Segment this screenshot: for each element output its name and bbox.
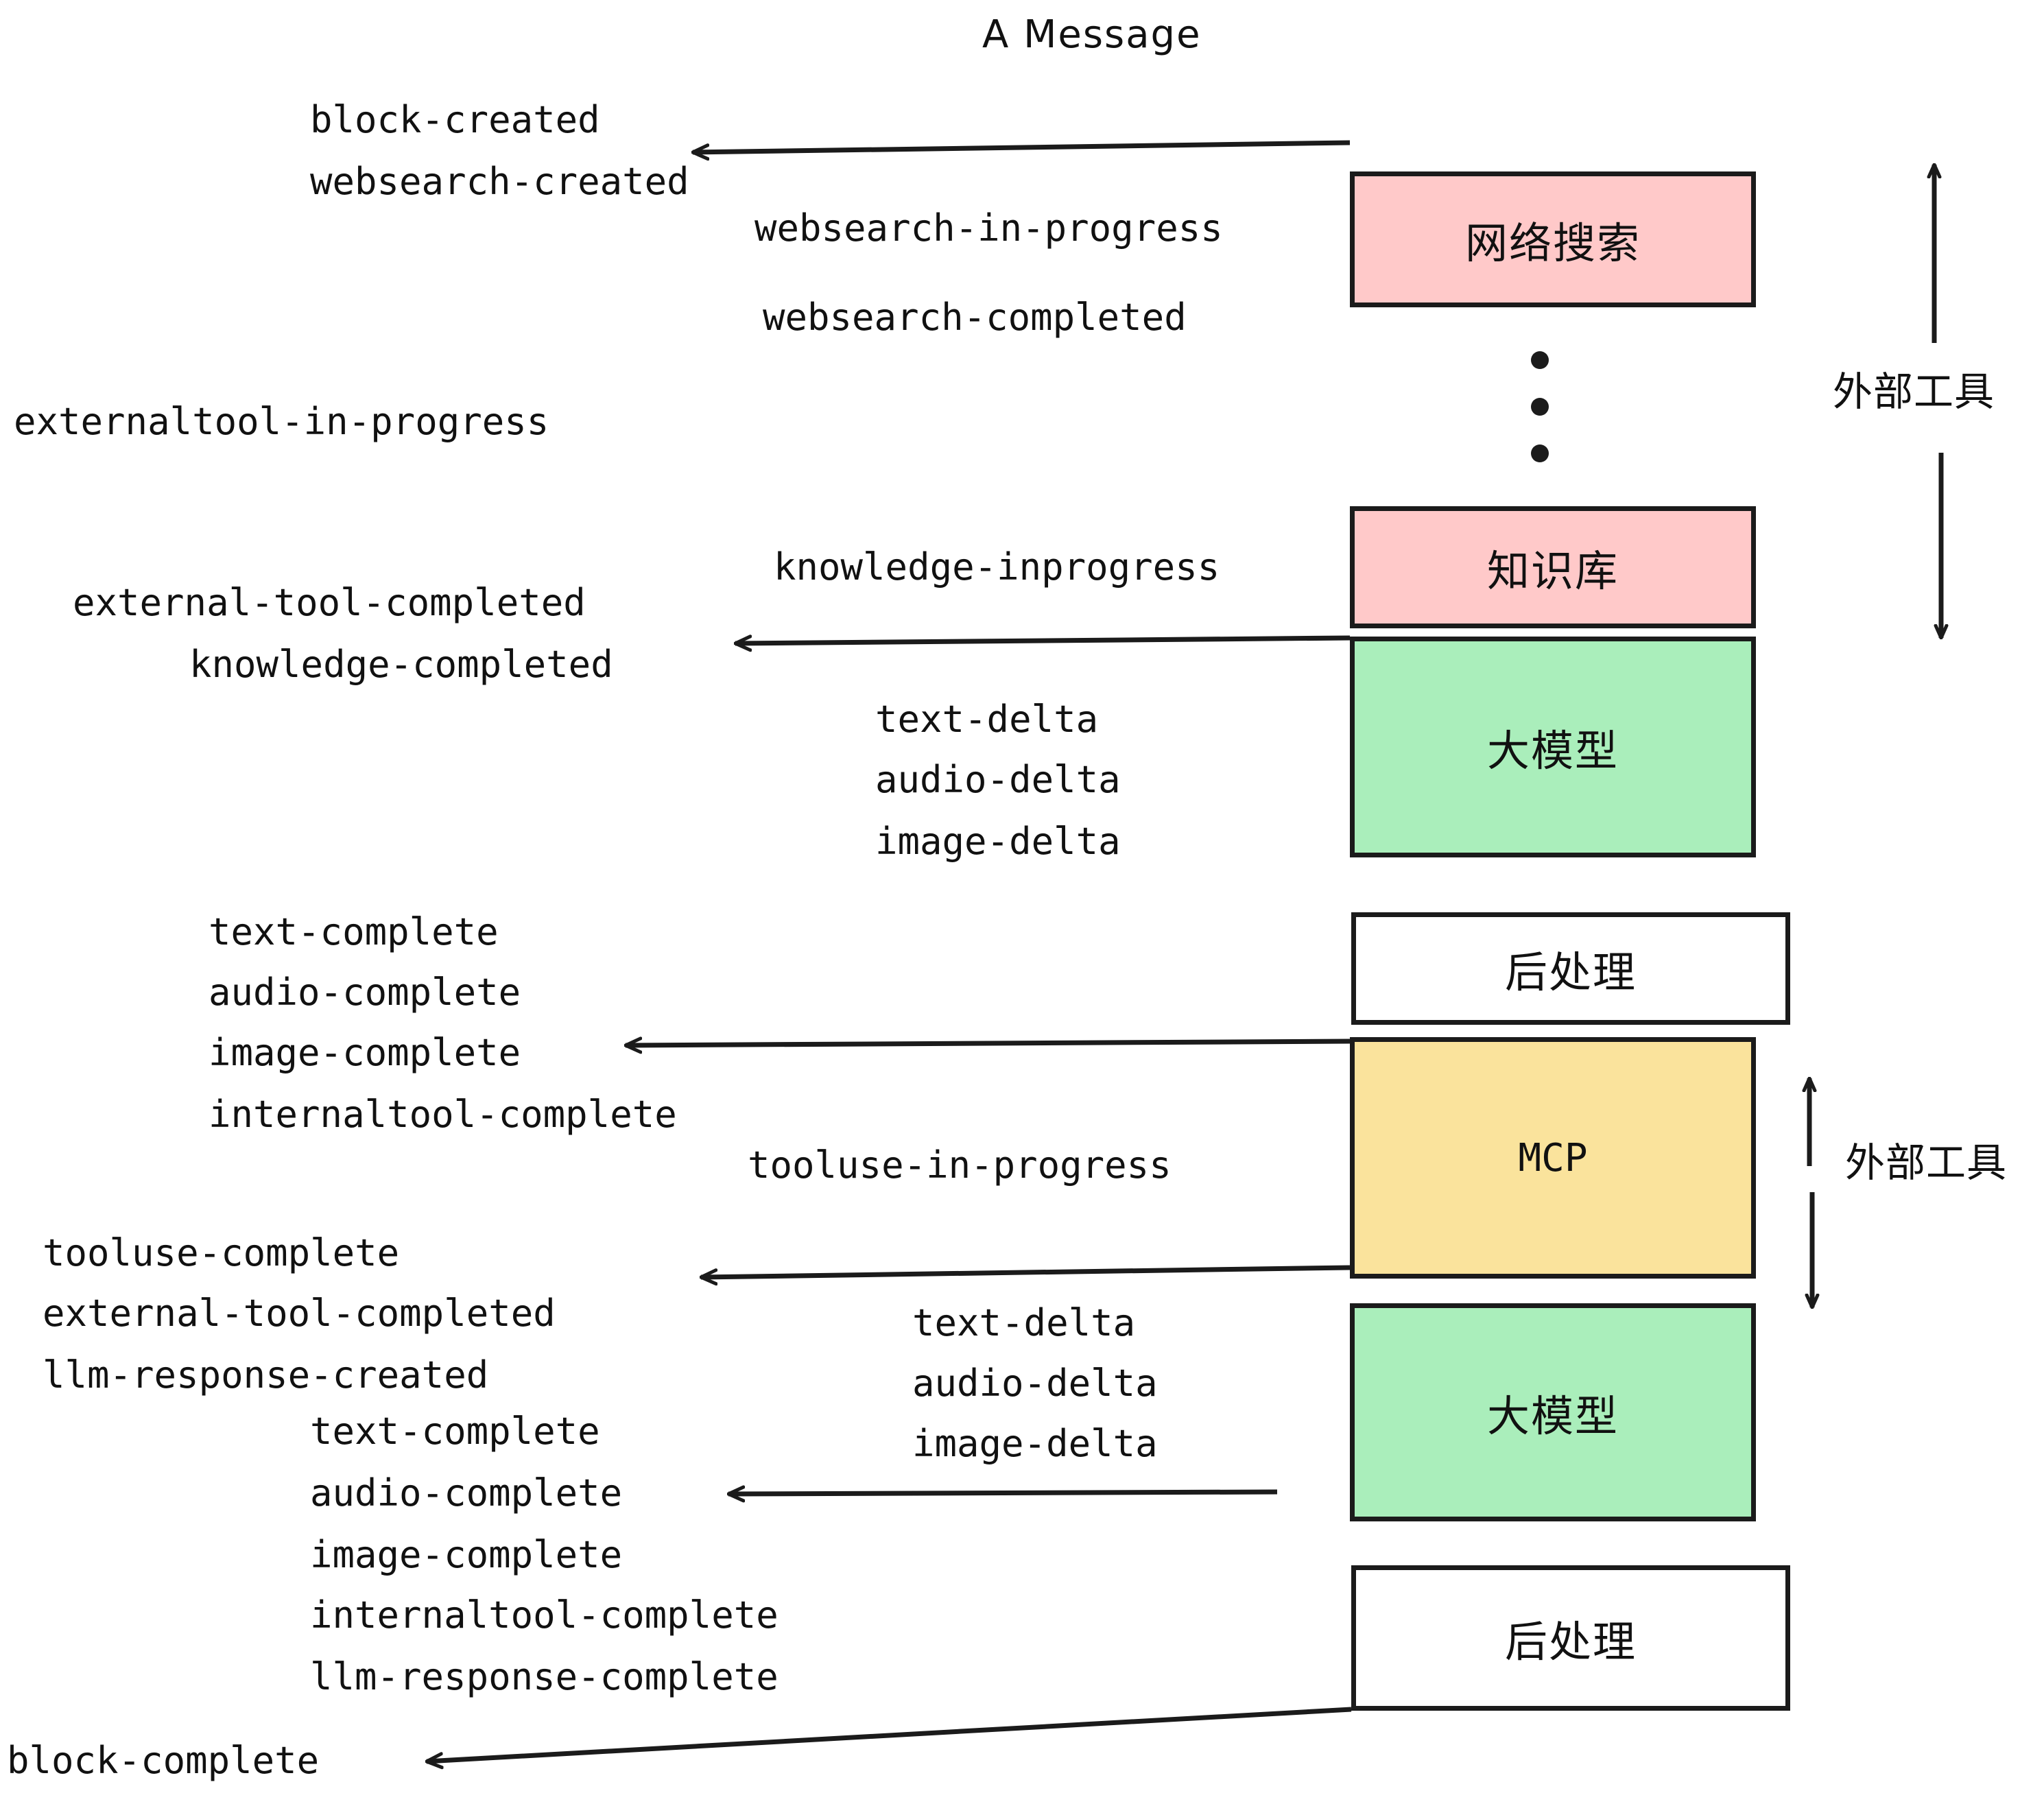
box-llm-bottom-label: 大模型 [1486, 1391, 1619, 1441]
event-tooluse-complete: tooluse-complete [43, 1231, 400, 1274]
event-tooluse-in-progress: tooluse-in-progress [748, 1143, 1172, 1187]
arrow-tooluse-complete [701, 1265, 1351, 1277]
event-llm-response-created: llm-response-created [43, 1353, 489, 1397]
arrow-image-complete [626, 1041, 1351, 1045]
event-text-delta-1: text-delta [875, 698, 1099, 741]
event-websearch-completed: websearch-completed [763, 296, 1187, 339]
event-websearch-created: websearch-created [310, 160, 689, 203]
box-llm-bottom[interactable]: 大模型 [1350, 1303, 1756, 1521]
event-text-complete-1: text-complete [209, 910, 499, 953]
side-label-external-tool-top: 外部工具 [1833, 368, 1995, 415]
event-block-complete: block-complete [7, 1739, 320, 1782]
event-websearch-in-progress: websearch-in-progress [754, 206, 1223, 250]
event-knowledge-inprogress: knowledge-inprogress [774, 545, 1220, 589]
box-mcp[interactable]: MCP [1350, 1037, 1756, 1279]
event-image-delta-1: image-delta [875, 820, 1121, 863]
box-websearch[interactable]: 网络搜索 [1350, 171, 1756, 307]
event-audio-delta-1: audio-delta [875, 758, 1121, 801]
event-image-delta-2: image-delta [912, 1422, 1158, 1465]
event-audio-delta-2: audio-delta [912, 1362, 1158, 1405]
box-llm-top[interactable]: 大模型 [1350, 637, 1756, 857]
box-knowledge-label: 知识库 [1486, 546, 1619, 596]
event-audio-complete-1: audio-complete [209, 971, 521, 1014]
arrow-block-complete [427, 1707, 1352, 1761]
event-text-complete-2: text-complete [310, 1410, 600, 1453]
event-block-created: block-created [310, 98, 600, 141]
event-llm-response-complete: llm-response-complete [310, 1655, 779, 1698]
box-websearch-label: 网络搜索 [1464, 218, 1641, 268]
event-external-tool-completed-1: external-tool-completed [73, 581, 586, 624]
arrow-knowledge-completed [735, 638, 1351, 643]
event-audio-complete-2: audio-complete [310, 1471, 623, 1515]
box-post-processing-top[interactable]: 后处理 [1351, 912, 1790, 1025]
event-image-complete-1: image-complete [209, 1031, 521, 1074]
event-external-tool-completed-2: external-tool-completed [43, 1292, 556, 1335]
event-externaltool-in-progress: externaltool-in-progress [14, 400, 549, 443]
page-title: A Message [982, 12, 1202, 57]
arrow-audio-complete [728, 1492, 1278, 1494]
box-post-processing-bottom[interactable]: 后处理 [1351, 1565, 1790, 1711]
ellipsis-dot-3 [1531, 444, 1549, 462]
box-knowledge[interactable]: 知识库 [1350, 506, 1756, 628]
ellipsis-dot-1 [1531, 351, 1549, 369]
event-text-delta-2: text-delta [912, 1301, 1136, 1344]
event-image-complete-2: image-complete [310, 1533, 623, 1576]
side-label-external-tool-bottom: 外部工具 [1845, 1139, 2008, 1186]
box-post-processing-bottom-label: 后处理 [1504, 1617, 1637, 1667]
ellipsis-dot-2 [1531, 398, 1549, 416]
event-internaltool-complete-1: internaltool-complete [209, 1093, 677, 1136]
event-internaltool-complete-2: internaltool-complete [310, 1593, 779, 1637]
event-knowledge-completed: knowledge-completed [189, 643, 613, 686]
box-mcp-label: MCP [1518, 1135, 1588, 1180]
box-llm-top-label: 大模型 [1486, 726, 1619, 776]
arrow-block-created [693, 140, 1351, 152]
box-post-processing-top-label: 后处理 [1504, 947, 1637, 997]
